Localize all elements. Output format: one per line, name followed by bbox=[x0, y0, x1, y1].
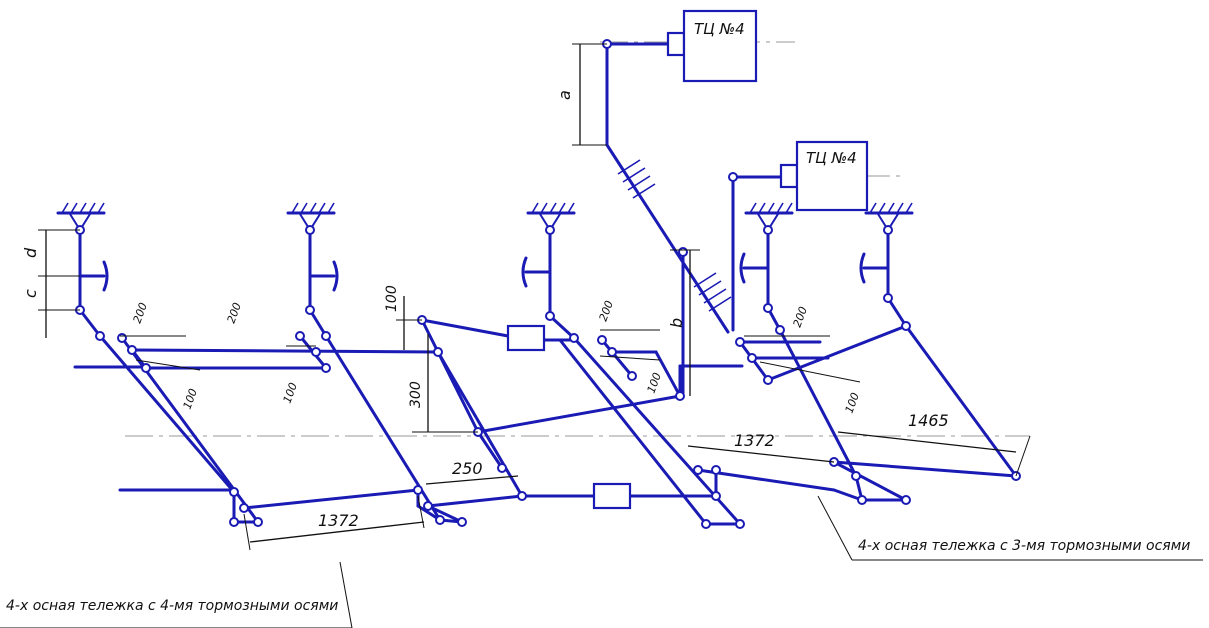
note-left-bogie: 4-х осная тележка с 4-мя тормозными осям… bbox=[6, 598, 338, 614]
dim-200-label-2: 200 bbox=[225, 301, 244, 325]
dim-1372-right-label: 1372 bbox=[734, 431, 775, 450]
cylinder-right-label: ТЦ №4 bbox=[806, 149, 857, 167]
dim-100-vertical-label: 100 bbox=[384, 285, 400, 312]
dim-100-label-3: 100 bbox=[645, 371, 664, 395]
dim-b-label: b bbox=[667, 318, 686, 328]
brake-cylinder-top: ТЦ №4 bbox=[605, 9, 758, 83]
dim-d-label: d bbox=[21, 247, 40, 258]
dim-200-label-3: 200 bbox=[597, 299, 616, 323]
brake-cylinder-right: ТЦ №4 bbox=[731, 140, 869, 212]
main-rods bbox=[605, 42, 735, 397]
dim-100-label-4: 100 bbox=[843, 391, 862, 415]
center-lines bbox=[125, 41, 1030, 437]
support-2 bbox=[286, 202, 339, 312]
lever-linkage bbox=[73, 296, 1018, 526]
support-4 bbox=[739, 202, 794, 310]
dim-200-label-4: 200 bbox=[791, 305, 810, 329]
fixed-supports bbox=[56, 202, 914, 318]
dim-c-label: c bbox=[21, 289, 40, 298]
dim-1372-left-label: 1372 bbox=[318, 511, 359, 530]
brake-regulator-upper bbox=[506, 324, 546, 352]
dim-100-label-2: 100 bbox=[281, 381, 300, 405]
dim-a-label: a bbox=[555, 90, 574, 100]
support-1 bbox=[56, 202, 109, 312]
notes: 4-х осная тележка с 4-мя тормозными осям… bbox=[6, 538, 1190, 614]
dim-200-label-1: 200 bbox=[131, 301, 150, 325]
dim-1465-label: 1465 bbox=[908, 411, 949, 430]
dim-300-label: 300 bbox=[408, 381, 424, 408]
brake-regulator-lower bbox=[592, 482, 632, 510]
cylinder-top-label: ТЦ №4 bbox=[694, 20, 745, 38]
note-right-bogie: 4-х осная тележка с 3-мя тормозными осям… bbox=[858, 538, 1190, 554]
support-3 bbox=[521, 202, 576, 318]
support-5 bbox=[859, 202, 914, 300]
dim-100-label-1: 100 bbox=[181, 387, 200, 411]
dim-250-label: 250 bbox=[452, 459, 483, 478]
hinge-joints bbox=[75, 39, 1021, 529]
dimension-lines bbox=[0, 43, 1203, 628]
